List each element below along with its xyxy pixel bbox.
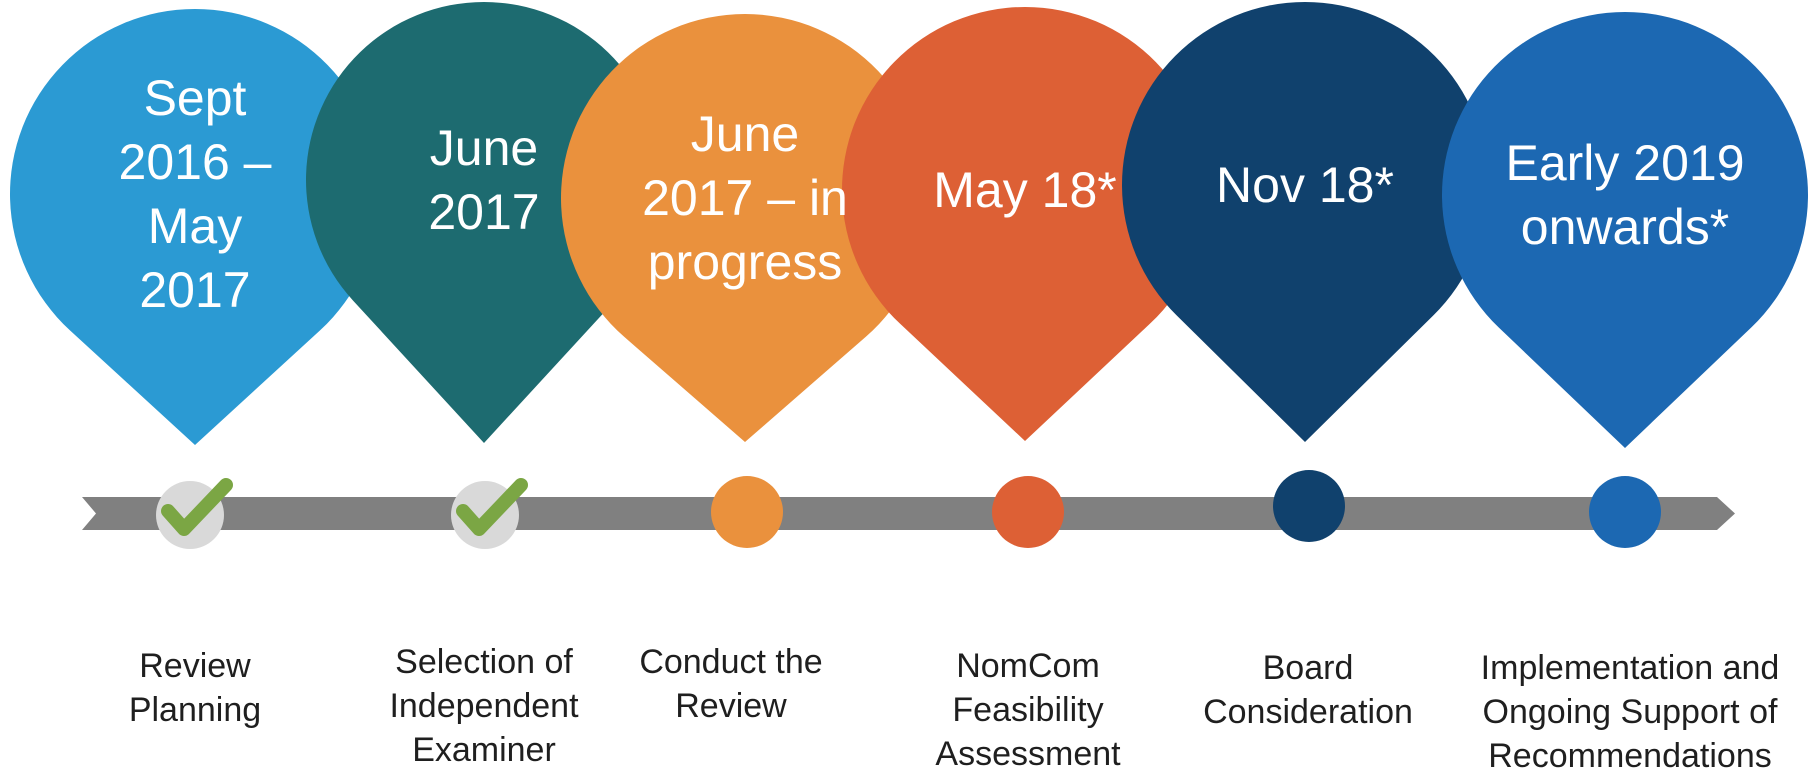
milestone-pin-6	[1442, 12, 1808, 449]
milestone-date-4: May 18*	[933, 162, 1117, 218]
milestone-pin-5	[1122, 2, 1488, 443]
milestone-pin-4	[842, 7, 1208, 442]
milestone-caption-4: NomCom Feasibility Assessment	[935, 647, 1121, 773]
milestone-caption-1: Review Planning	[128, 647, 262, 729]
milestone-pin-2	[306, 2, 663, 444]
milestone-pin-3	[561, 14, 930, 443]
milestone-marker-3	[711, 476, 783, 548]
milestone-caption-5: Board Consideration	[1203, 649, 1413, 731]
milestone-caption-6: Implementation and Ongoing Support of Re…	[1480, 649, 1780, 775]
milestone-pin-1	[10, 8, 380, 446]
milestone-date-3: June 2017 – in progress	[642, 106, 848, 290]
timeline-arrow-bar	[82, 497, 1735, 530]
milestone-marker-4	[992, 476, 1064, 548]
checkmark-icon	[451, 478, 528, 549]
milestone-marker-5	[1273, 470, 1345, 542]
checkmark-icon	[156, 478, 233, 549]
milestone-date-2: June 2017	[428, 120, 540, 240]
milestone-date-5: Nov 18*	[1216, 157, 1394, 213]
milestone-date-1: Sept 2016 – May 2017	[118, 70, 272, 318]
milestone-caption-2: Selection of Independent Examiner	[389, 643, 579, 769]
milestone-marker-6	[1589, 476, 1661, 548]
milestone-date-6: Early 2019 onwards*	[1505, 135, 1745, 255]
milestone-caption-3: Conduct the Review	[639, 643, 823, 725]
